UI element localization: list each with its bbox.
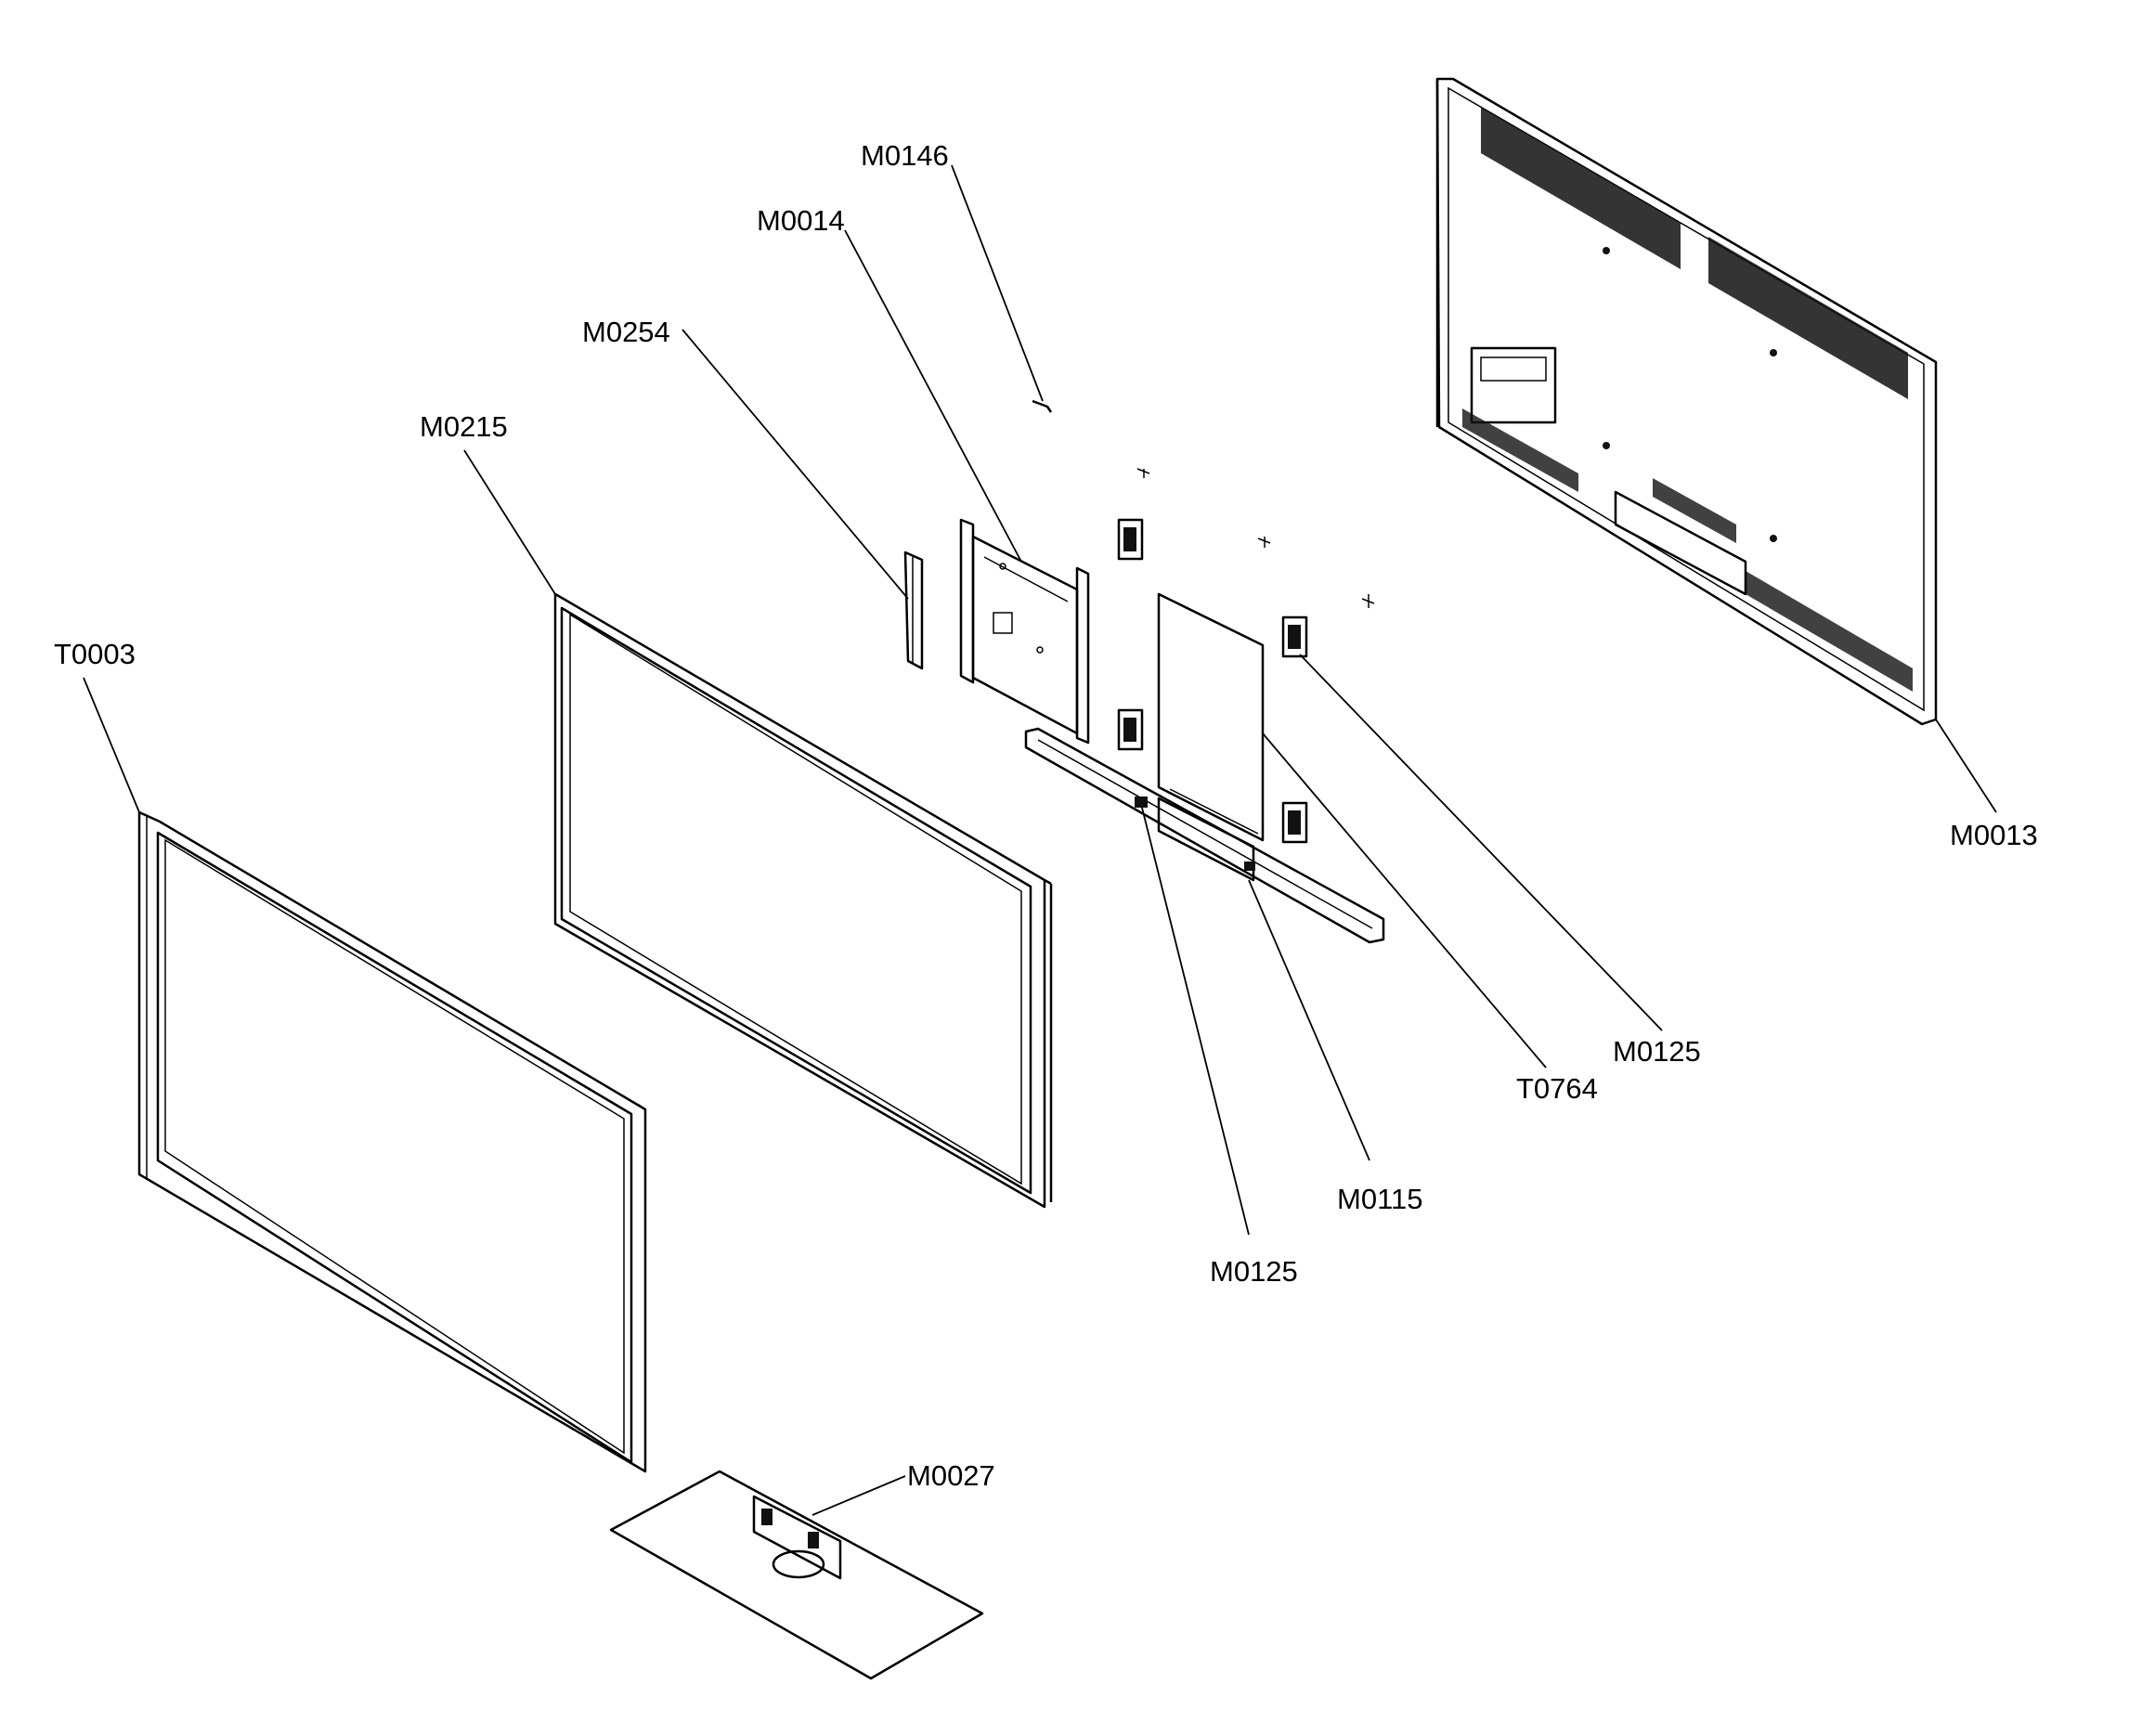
part-m0146-clip	[1032, 399, 1375, 608]
part-m0254-bracket	[903, 551, 924, 670]
part-m0215-lcd-panel	[553, 592, 1053, 1209]
part-m0115-rail	[1024, 727, 1385, 944]
part-m0027-stand	[609, 1470, 984, 1680]
part-m0014-main-board	[959, 518, 1090, 745]
callout-m0146: M0146	[861, 139, 949, 172]
part-speaker-brackets	[1117, 518, 1308, 844]
part-t0003-front-bezel	[137, 810, 647, 1473]
callout-m0027: M0027	[907, 1459, 995, 1492]
callout-m0125-right: M0125	[1613, 1035, 1701, 1068]
callout-labels: M0146 M0014 M0254 M0215 T0003 M0013 M012…	[54, 139, 2038, 1492]
leader-lines	[83, 164, 1997, 1516]
part-t0764-power-board	[1157, 592, 1265, 842]
part-m0013-back-cover	[1435, 77, 1938, 726]
callout-m0014: M0014	[757, 204, 845, 237]
callout-m0125-bottom: M0125	[1210, 1255, 1298, 1288]
callout-m0115: M0115	[1337, 1183, 1423, 1215]
callout-m0215: M0215	[420, 410, 508, 443]
callout-m0013: M0013	[1950, 819, 2038, 851]
callout-t0764: T0764	[1516, 1072, 1598, 1105]
callout-t0003: T0003	[54, 638, 136, 670]
callout-m0254: M0254	[582, 316, 670, 348]
